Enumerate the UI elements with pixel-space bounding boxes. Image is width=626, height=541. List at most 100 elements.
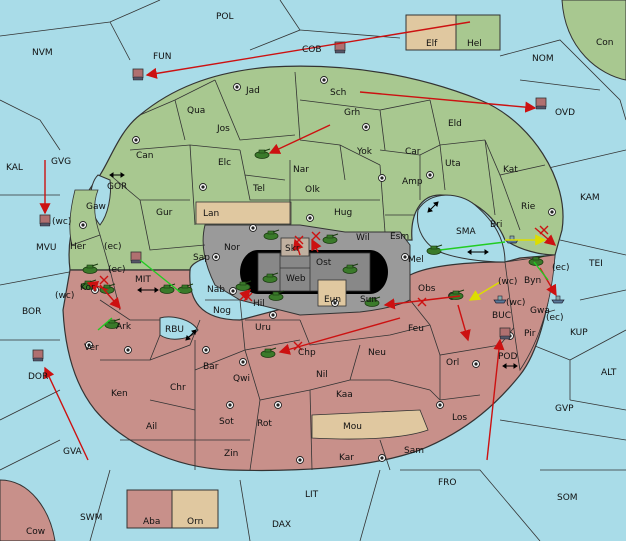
label-grh: Grh <box>344 108 360 118</box>
label-eun: Eun <box>324 295 341 305</box>
label-gwa: Gwa <box>530 306 550 316</box>
label-obs: Obs <box>418 284 436 294</box>
label-car: Car <box>405 147 421 157</box>
label-web: Web <box>286 274 306 284</box>
label-neu: Neu <box>368 348 386 358</box>
label-esm: Esm <box>390 232 409 242</box>
label-hug: Hug <box>334 208 352 218</box>
label-sch: Sch <box>330 88 346 98</box>
label-ail: Ail <box>146 422 157 432</box>
label-elc: Elc <box>218 158 231 168</box>
label-chr: Chr <box>170 383 186 393</box>
label-nor: Nor <box>224 243 240 253</box>
label-mvu-wc: (wc) <box>52 217 71 227</box>
label-gvg: GVG <box>51 157 71 167</box>
label-eld: Eld <box>448 119 462 129</box>
region-lan <box>195 201 292 225</box>
label-tei: TEI <box>588 259 603 269</box>
region-mou <box>311 409 429 440</box>
label-lit: LIT <box>305 490 319 500</box>
label-aba: Aba <box>143 517 160 527</box>
label-qwi: Qwi <box>233 374 250 384</box>
label-jad: Jad <box>245 86 260 96</box>
label-chp: Chp <box>298 348 316 358</box>
label-buc-wc: (wc) <box>498 277 517 287</box>
label-ark: Ark <box>116 322 132 332</box>
region-gaw <box>69 189 101 246</box>
label-gaw: Gaw <box>86 202 106 212</box>
convoy-orders <box>468 234 547 301</box>
label-zin: Zin <box>224 449 238 459</box>
label-mit: MIT <box>135 275 151 285</box>
label-skr: Skr <box>285 244 300 254</box>
label-kar: Kar <box>339 453 354 463</box>
label-pod: POD <box>498 352 518 362</box>
label-kor: Kor <box>80 283 95 293</box>
label-her-ec: (ec) <box>104 242 122 252</box>
land-labels: Elf Hel Jad Sch Qua Jos Grh Eld Can Elc … <box>26 39 550 537</box>
label-sot: Sot <box>219 417 234 427</box>
label-orn: Orn <box>187 517 203 527</box>
label-bar: Bar <box>203 362 219 372</box>
sea-rbu <box>159 316 199 340</box>
label-rie: Rie <box>521 202 536 212</box>
label-con: Con <box>596 38 614 48</box>
label-alt: ALT <box>601 368 617 378</box>
label-hil: Hil <box>253 299 265 309</box>
label-yok: Yok <box>356 147 373 157</box>
label-wil: Wil <box>356 233 370 243</box>
label-swm: SWM <box>80 513 102 523</box>
label-byn-ec: (ec) <box>552 263 570 273</box>
label-bor: BOR <box>22 307 41 317</box>
province-borders-north <box>99 71 546 271</box>
label-nab: Nab <box>207 285 225 295</box>
sea-labels: POL NVM FUN COB NOM Con OVD KAL GVG GOR … <box>6 12 617 530</box>
label-ken: Ken <box>111 389 128 399</box>
label-lan: Lan <box>203 209 219 219</box>
label-elf: Elf <box>426 39 438 49</box>
label-orl: Orl <box>446 358 459 368</box>
label-los: Los <box>452 413 467 423</box>
label-cow: Cow <box>26 527 45 537</box>
label-ver: Ver <box>84 343 99 353</box>
label-byn-wc: (wc) <box>506 298 525 308</box>
label-amp: Amp <box>402 177 423 187</box>
label-uru: Uru <box>255 323 271 333</box>
failed-markers <box>99 225 549 351</box>
label-her: Her <box>70 242 86 252</box>
label-nar: Nar <box>293 165 309 175</box>
label-kup: KUP <box>570 328 588 338</box>
label-olk: Olk <box>305 185 321 195</box>
label-kat: Kat <box>503 165 518 175</box>
label-kam: KAM <box>580 193 600 203</box>
label-ovd: OVD <box>555 108 575 118</box>
label-rbu: RBU <box>165 325 184 335</box>
gulf-gor <box>90 174 111 226</box>
label-byn: Byn <box>524 276 541 286</box>
label-sam: Sam <box>404 446 424 456</box>
label-gva: GVA <box>63 447 83 457</box>
label-mvu: MVU <box>36 243 57 253</box>
label-nom: NOM <box>532 54 554 64</box>
label-uta: Uta <box>445 159 461 169</box>
label-hel: Hel <box>467 39 482 49</box>
label-pol: POL <box>216 12 234 22</box>
label-kor-ec: (ec) <box>108 265 126 275</box>
label-som: SOM <box>557 493 578 503</box>
label-kal: KAL <box>6 163 23 173</box>
label-jos: Jos <box>216 124 230 134</box>
label-tel: Tel <box>252 184 265 194</box>
label-gwa-ec: (ec) <box>546 313 564 323</box>
region-aba <box>126 489 173 529</box>
coast-arrows <box>109 172 518 369</box>
label-feu: Feu <box>408 324 424 334</box>
label-can: Can <box>136 151 154 161</box>
region-green-north <box>68 65 564 271</box>
label-pir: Pir <box>524 329 536 339</box>
label-buc: BUC <box>492 311 511 321</box>
label-nil: Nil <box>316 370 328 380</box>
label-dor: DOR <box>28 372 48 382</box>
